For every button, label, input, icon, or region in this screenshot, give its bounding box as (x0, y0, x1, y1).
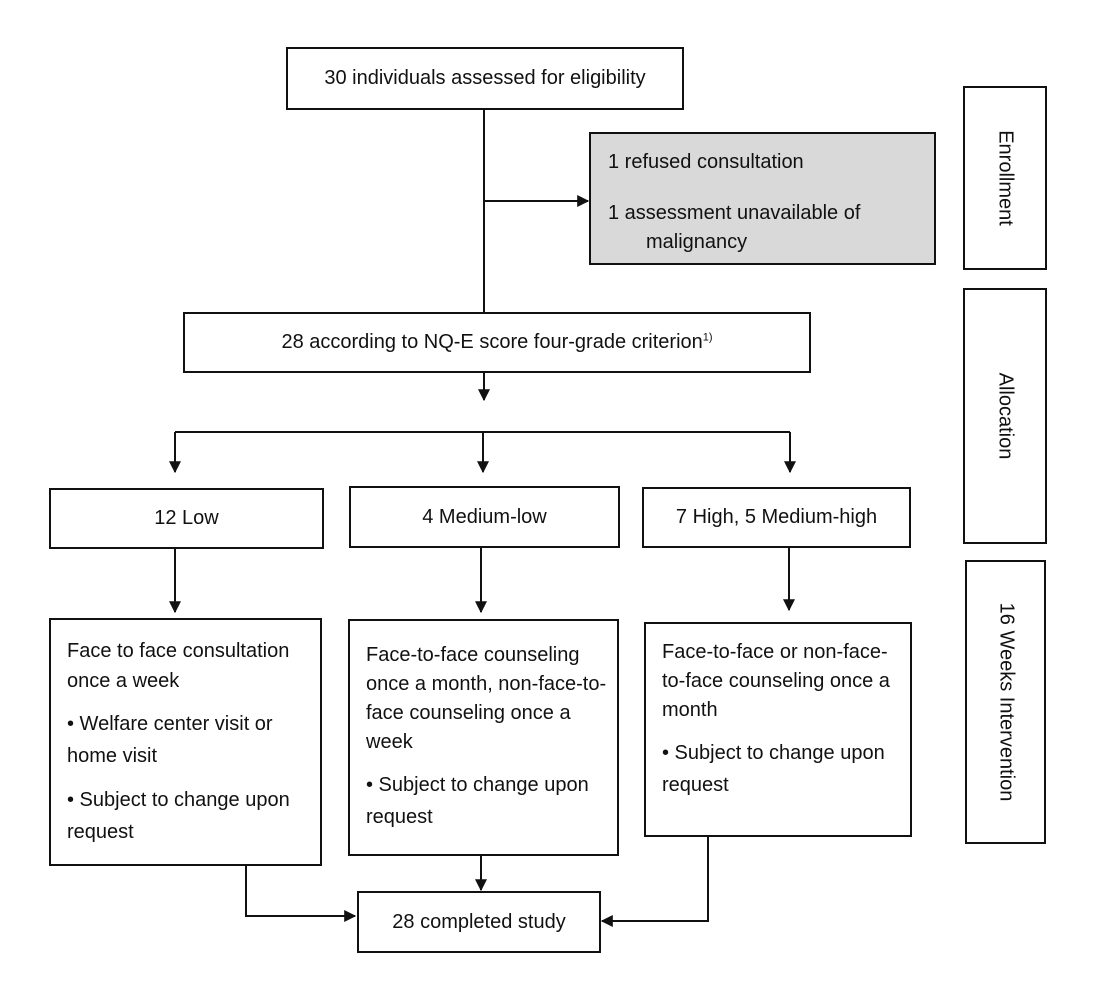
intervention-high-bullet-1: • Subject to change upon request (662, 742, 885, 796)
intervention-low-main: Face to face consultation once a week (67, 640, 290, 692)
arrow-high-to-completed (600, 837, 709, 927)
allocated-footnote: 1) (702, 331, 713, 344)
intervention-low-bullet-1: • Welfare center visit or home visit (67, 713, 273, 767)
group-medium-low-box: 4 Medium-low (349, 486, 620, 548)
assessed-text: 30 individuals assessed for eligibility (324, 67, 646, 89)
intervention-high-box: Face-to-face or non-face-to-face counsel… (644, 622, 912, 837)
intervention-medium-low-bullet-1: • Subject to change upon request (366, 774, 589, 828)
group-high-box: 7 High, 5 Medium-high (642, 487, 911, 548)
completed-box: 28 completed study (357, 891, 601, 953)
excluded-line-2: 1 assessment unavailable of (608, 202, 861, 224)
excluded-line-1: 1 refused consultation (608, 151, 804, 173)
excluded-line-2b: malignancy (646, 231, 748, 253)
stage-intervention: 16 Weeks Intervention (965, 560, 1046, 844)
intervention-medium-low-box: Face-to-face counseling once a month, no… (348, 619, 619, 856)
group-low-label: 12 Low (154, 507, 219, 529)
allocated-box: 28 according to NQ-E score four-grade cr… (183, 312, 811, 373)
allocated-text: 28 according to NQ-E score four-grade cr… (281, 331, 713, 353)
assessed-box: 30 individuals assessed for eligibility (286, 47, 684, 110)
group-low-box: 12 Low (49, 488, 324, 549)
excluded-box: 1 refused consultation 1 assessment unav… (589, 132, 936, 265)
intervention-low-bullet-2: • Subject to change upon request (67, 789, 290, 843)
completed-text: 28 completed study (392, 910, 566, 933)
group-medium-low-label: 4 Medium-low (422, 505, 547, 528)
stage-intervention-label: 16 Weeks Intervention (995, 602, 1017, 802)
arrow-low-to-completed (245, 866, 357, 922)
stage-enrollment: Enrollment (963, 86, 1047, 270)
intervention-medium-low-main: Face-to-face counseling once a month, no… (366, 644, 607, 753)
stage-allocation-label: Allocation (994, 372, 1017, 460)
intervention-low-box: Face to face consultation once a week • … (49, 618, 322, 866)
stage-enrollment-label: Enrollment (994, 130, 1017, 226)
group-high-label: 7 High, 5 Medium-high (675, 506, 878, 528)
intervention-high-main: Face-to-face or non-face-to-face counsel… (662, 641, 890, 721)
stage-allocation: Allocation (963, 288, 1047, 544)
